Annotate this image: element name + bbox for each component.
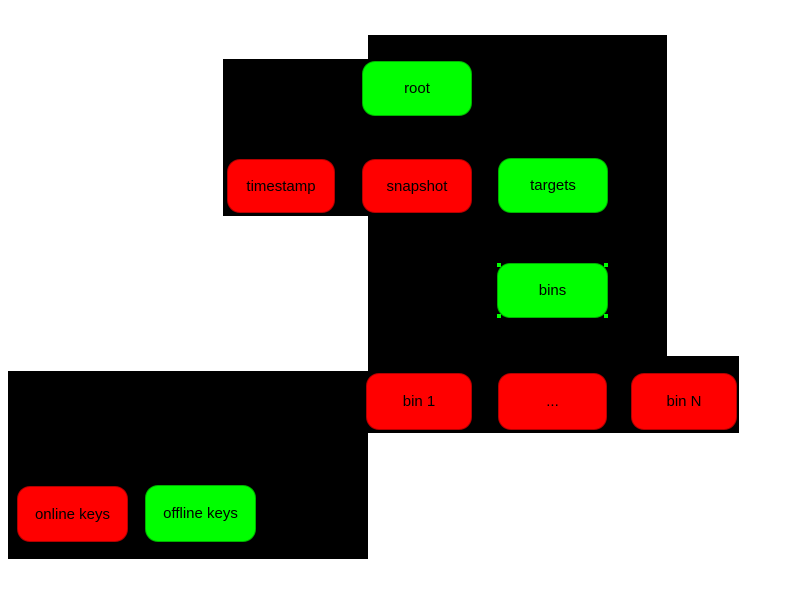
node-bin-ellipsis: ... [498, 373, 607, 430]
node-label: targets [530, 177, 576, 194]
node-bins: bins [497, 263, 608, 318]
node-label: offline keys [163, 505, 238, 522]
node-offline-keys: offline keys [145, 485, 256, 542]
node-label: ... [546, 393, 559, 410]
node-label: timestamp [246, 177, 316, 195]
corner-mark [604, 263, 608, 267]
node-label: online keys [34, 505, 111, 523]
node-label: bins [538, 282, 567, 299]
node-label: bin N [666, 393, 702, 410]
node-label: root [404, 80, 430, 97]
node-label: snapshot [386, 177, 448, 195]
corner-mark [497, 314, 501, 318]
node-bin-n: bin N [631, 373, 737, 430]
node-bin-1: bin 1 [366, 373, 472, 430]
node-targets: targets [498, 158, 608, 213]
node-label: bin 1 [402, 393, 436, 410]
corner-mark [604, 314, 608, 318]
node-timestamp: timestamp [227, 159, 335, 213]
node-online-keys: online keys [17, 486, 128, 542]
corner-mark [497, 263, 501, 267]
node-root: root [362, 61, 472, 116]
node-snapshot: snapshot [362, 159, 472, 213]
